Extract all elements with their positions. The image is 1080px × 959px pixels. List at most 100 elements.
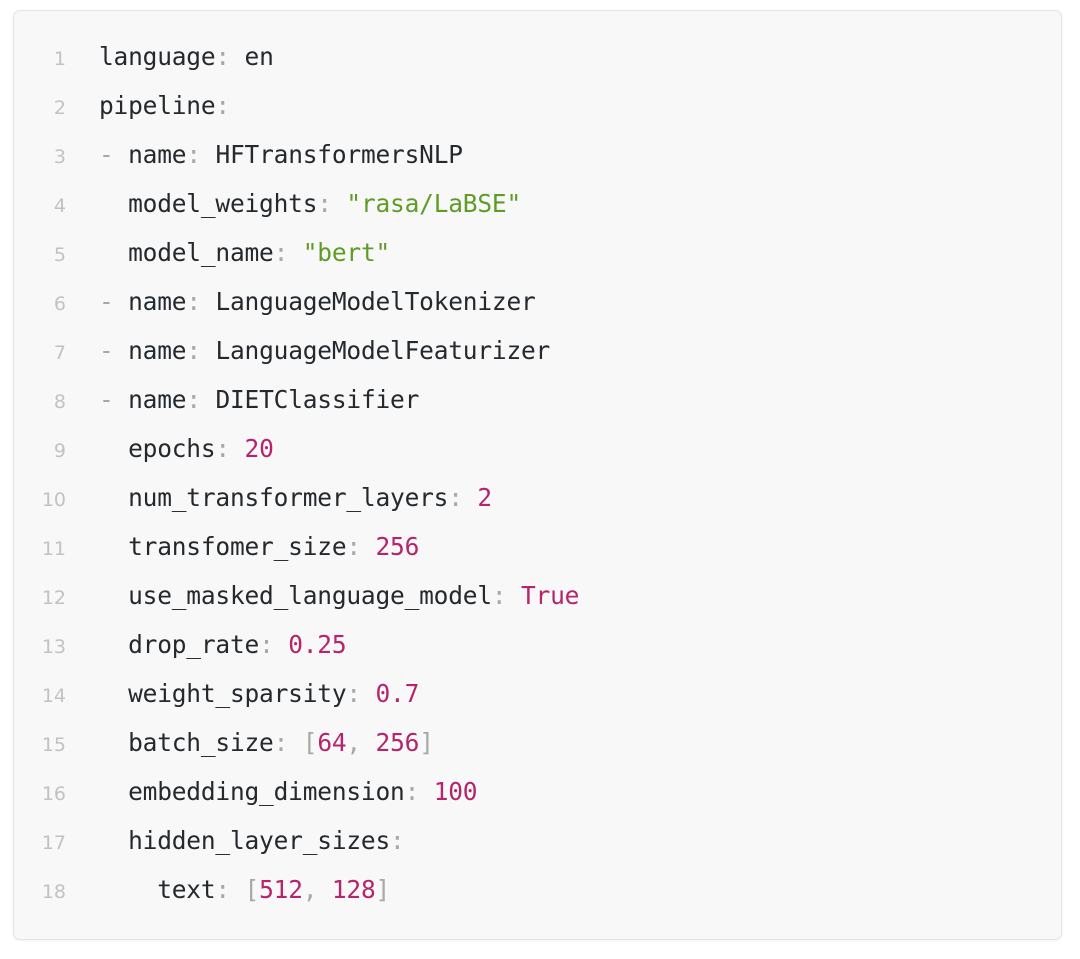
line-number: 14	[41, 685, 66, 707]
token-bracket: ]	[419, 728, 434, 757]
token-punct: :	[273, 238, 289, 267]
line-number: 1	[53, 48, 66, 70]
token-punct: :	[215, 875, 230, 904]
token-bracket: ,	[302, 875, 332, 904]
token-key: name	[128, 385, 187, 414]
token-number: 256	[375, 532, 420, 561]
token-key: name	[128, 336, 187, 365]
code-line-text: batch_size: [64, 256]	[66, 718, 1061, 767]
code-line[interactable]: 8- name: DIETClassifier	[14, 375, 1061, 424]
token-plain	[274, 630, 289, 659]
token-number: 0.25	[288, 630, 347, 659]
token-punct: :	[215, 434, 230, 463]
code-line[interactable]: 15 batch_size: [64, 256]	[14, 718, 1061, 767]
code-line-text: transfomer_size: 256	[66, 522, 1061, 571]
code-line[interactable]: 17 hidden_layer_sizes:	[14, 816, 1061, 865]
code-line[interactable]: 13 drop_rate: 0.25	[14, 620, 1061, 669]
token-key: model_weights	[128, 189, 318, 218]
code-line[interactable]: 9 epochs: 20	[14, 424, 1061, 473]
token-punct: :	[186, 287, 201, 316]
token-number: 256	[375, 728, 420, 757]
indent	[99, 581, 128, 610]
code-line[interactable]: 14 weight_sparsity: 0.7	[14, 669, 1061, 718]
token-key: hidden_layer_sizes	[128, 826, 391, 855]
token-number: 0.7	[375, 679, 420, 708]
token-plain	[332, 189, 347, 218]
token-punct: :	[215, 42, 230, 71]
code-line-text: - name: DIETClassifier	[66, 375, 1061, 424]
code-line[interactable]: 5 model_name: "bert"	[14, 228, 1061, 277]
indent	[99, 777, 128, 806]
token-key: drop_rate	[128, 630, 260, 659]
line-number: 17	[41, 832, 66, 854]
token-punct: :	[404, 777, 420, 806]
code-line-text: - name: HFTransformersNLP	[66, 130, 1061, 179]
code-line[interactable]: 6- name: LanguageModelTokenizer	[14, 277, 1061, 326]
token-punct: :	[186, 140, 201, 169]
token-plain	[230, 434, 245, 463]
line-number: 15	[41, 734, 66, 756]
token-punct: :	[186, 336, 201, 365]
token-number: 512	[259, 875, 303, 904]
token-punct: :	[448, 483, 463, 512]
token-dash: -	[99, 140, 114, 169]
token-punct: :	[390, 826, 405, 855]
token-punct: :	[259, 630, 274, 659]
token-plain	[114, 140, 129, 169]
line-number: 2	[53, 97, 66, 119]
token-plain: LanguageModelFeaturizer	[215, 336, 551, 365]
code-line-text: - name: LanguageModelTokenizer	[66, 277, 1061, 326]
token-string: "bert"	[302, 238, 391, 267]
code-line[interactable]: 11 transfomer_size: 256	[14, 522, 1061, 571]
token-plain	[201, 287, 216, 316]
indent	[99, 434, 128, 463]
code-line[interactable]: 18 text: [512, 128]	[14, 865, 1061, 914]
code-line-text: epochs: 20	[66, 424, 1061, 473]
token-plain	[361, 679, 376, 708]
code-line[interactable]: 3- name: HFTransformersNLP	[14, 130, 1061, 179]
token-plain	[114, 336, 129, 365]
code-line-text: - name: LanguageModelFeaturizer	[66, 326, 1061, 375]
code-line-text: use_masked_language_model: True	[66, 571, 1061, 620]
token-key: num_transformer_layers	[128, 483, 449, 512]
code-line[interactable]: 12 use_masked_language_model: True	[14, 571, 1061, 620]
token-key: name	[128, 287, 187, 316]
indent	[99, 679, 128, 708]
indent	[99, 728, 128, 757]
token-key: name	[128, 140, 187, 169]
token-plain: HFTransformersNLP	[215, 140, 463, 169]
line-number: 8	[53, 391, 66, 413]
token-punct: :	[317, 189, 332, 218]
token-string: "rasa/LaBSE"	[346, 189, 521, 218]
token-number: 20	[244, 434, 274, 463]
code-line[interactable]: 4 model_weights: "rasa/LaBSE"	[14, 179, 1061, 228]
token-number: 64	[317, 728, 347, 757]
code-line-text: model_name: "bert"	[66, 228, 1061, 277]
line-number: 3	[53, 146, 66, 168]
code-line[interactable]: 10 num_transformer_layers: 2	[14, 473, 1061, 522]
indent	[99, 532, 128, 561]
indent	[99, 238, 128, 267]
line-number: 11	[41, 538, 66, 560]
token-bracket: ]	[375, 875, 391, 904]
token-number: 2	[477, 483, 492, 512]
indent	[99, 483, 128, 512]
token-plain	[288, 238, 303, 267]
token-key: batch_size	[128, 728, 274, 757]
token-punct: :	[273, 728, 289, 757]
code-line[interactable]: 7- name: LanguageModelFeaturizer	[14, 326, 1061, 375]
code-line[interactable]: 16 embedding_dimension: 100	[14, 767, 1061, 816]
indent	[99, 189, 128, 218]
token-plain	[506, 581, 521, 610]
token-plain	[463, 483, 478, 512]
token-plain	[114, 287, 129, 316]
indent	[99, 630, 128, 659]
line-number: 9	[53, 440, 66, 462]
token-key: embedding_dimension	[128, 777, 405, 806]
line-number: 13	[41, 636, 66, 658]
token-bool: True	[521, 581, 580, 610]
